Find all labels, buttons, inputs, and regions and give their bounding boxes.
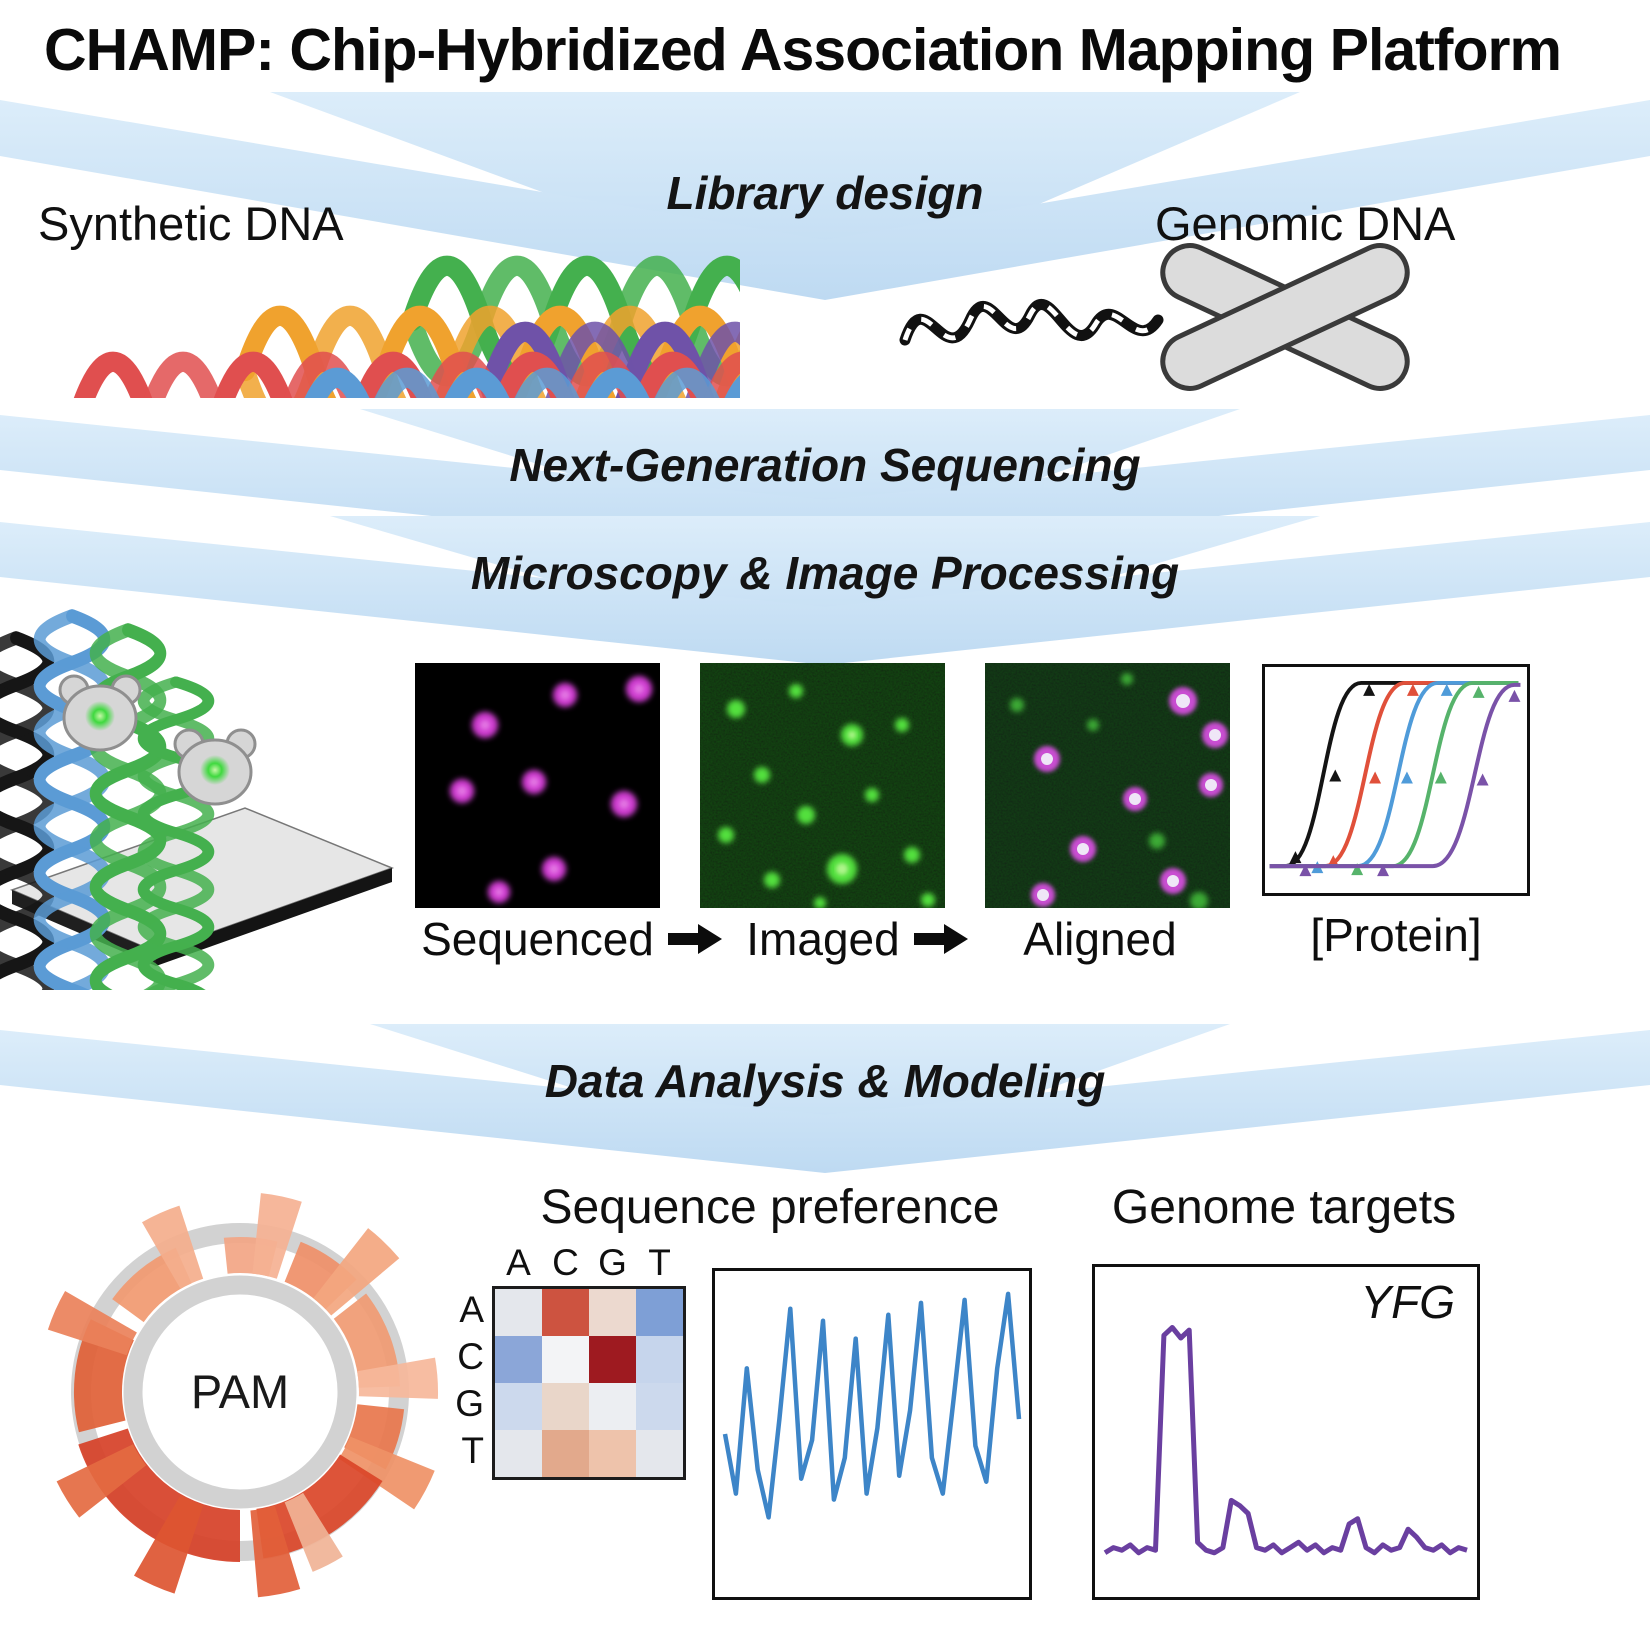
protein-axis-label: [Protein] bbox=[1310, 909, 1482, 961]
synthetic-dna-label: Synthetic DNA bbox=[38, 197, 344, 250]
sequence-heatmap bbox=[492, 1286, 686, 1480]
protein-icon bbox=[173, 728, 257, 806]
pam-wedge bbox=[250, 1505, 301, 1598]
arrow-right-icon bbox=[668, 924, 722, 954]
protein-binding-plot bbox=[1262, 664, 1530, 896]
genomic-dna-illustration bbox=[899, 243, 1410, 391]
heatmap-cell bbox=[542, 1289, 589, 1336]
pam-wedge bbox=[333, 1293, 400, 1388]
genome-track-plot: YFG bbox=[1092, 1264, 1480, 1600]
pam-wedge bbox=[56, 1444, 147, 1518]
stage-label-microscopy: Microscopy & Image Processing bbox=[470, 547, 1180, 599]
pam-wedge bbox=[142, 1205, 204, 1289]
stage-label-analysis: Data Analysis & Modeling bbox=[544, 1055, 1106, 1107]
pam-wedge bbox=[313, 1228, 400, 1316]
heatmap-cell bbox=[495, 1336, 542, 1383]
arrow-right-icon bbox=[914, 924, 968, 954]
pam-label: PAM bbox=[190, 1365, 290, 1418]
sequence-profile-plot bbox=[712, 1268, 1032, 1600]
heatmap-cell bbox=[636, 1336, 683, 1383]
heatmap-cell bbox=[589, 1383, 636, 1430]
heatmap-cell bbox=[542, 1383, 589, 1430]
heatmap-cell bbox=[495, 1430, 542, 1477]
pam-wedge bbox=[252, 1193, 302, 1279]
pam-wedge bbox=[134, 1495, 204, 1594]
heatmap-row-label: T bbox=[461, 1430, 484, 1471]
sequence-preference-title: Sequence preference bbox=[540, 1181, 1000, 1234]
microscopy-image-imaged bbox=[700, 663, 945, 908]
stage-label-library-design: Library design bbox=[666, 167, 984, 219]
pam-wedge bbox=[284, 1492, 343, 1572]
heatmap-cell bbox=[542, 1336, 589, 1383]
genomic-dna-label: Genomic DNA bbox=[1155, 197, 1456, 250]
heatmap-cell bbox=[589, 1289, 636, 1336]
heatmap-cell bbox=[636, 1430, 683, 1477]
pam-wedge bbox=[256, 1454, 383, 1559]
heatmap-row-label: C bbox=[457, 1336, 484, 1377]
microscopy-image-aligned bbox=[985, 663, 1230, 908]
page-title: CHAMP: Chip-Hybridized Association Mappi… bbox=[44, 17, 1562, 83]
heatmap-cell bbox=[589, 1430, 636, 1477]
stage-label-sequencing: Next-Generation Sequencing bbox=[509, 439, 1141, 491]
heatmap-cell bbox=[589, 1336, 636, 1383]
pam-chart bbox=[47, 1193, 439, 1598]
synthetic-dna-helices bbox=[40, 228, 740, 398]
genome-targets-title: Genome targets bbox=[1111, 1181, 1457, 1234]
chip-illustration bbox=[0, 590, 395, 990]
chromosome-icon bbox=[1160, 243, 1410, 391]
heatmap-cell bbox=[636, 1289, 683, 1336]
step-label-sequenced: Sequenced bbox=[421, 913, 654, 965]
heatmap-cell bbox=[495, 1383, 542, 1430]
heatmap-col-label: G bbox=[598, 1242, 627, 1283]
heatmap-cell bbox=[636, 1383, 683, 1430]
microscopy-image-sequenced bbox=[415, 663, 660, 908]
step-label-aligned: Aligned bbox=[1023, 913, 1177, 965]
heatmap-col-label: A bbox=[506, 1242, 531, 1283]
heatmap-row-label: A bbox=[459, 1289, 484, 1330]
pam-wedge bbox=[357, 1357, 439, 1399]
heatmap-row-label: G bbox=[455, 1383, 484, 1424]
step-label-imaged: Imaged bbox=[746, 913, 900, 965]
pam-wedge bbox=[47, 1291, 137, 1356]
heatmap-cell bbox=[542, 1430, 589, 1477]
dna-squiggle-icon bbox=[899, 299, 1164, 346]
protein-icon bbox=[58, 674, 142, 752]
heatmap-col-label: T bbox=[648, 1242, 671, 1283]
yfg-label: YFG bbox=[1360, 1276, 1455, 1328]
heatmap-col-label: C bbox=[552, 1242, 579, 1283]
heatmap-cell bbox=[495, 1289, 542, 1336]
pam-wedge bbox=[338, 1436, 435, 1510]
